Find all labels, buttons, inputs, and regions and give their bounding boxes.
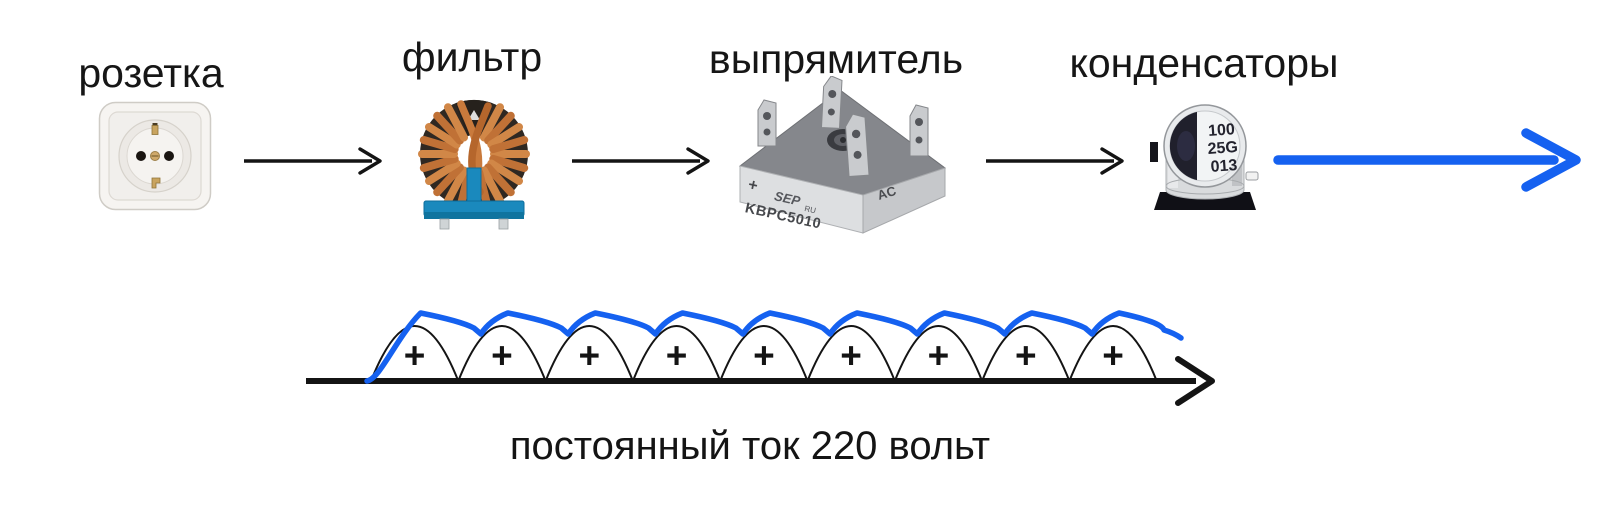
socket-hole-left: [136, 151, 146, 161]
socket-ground-clip-bottom: [151, 177, 161, 189]
rectified-humps: [370, 325, 1158, 382]
flow-arrow-2: [568, 144, 720, 183]
flow-arrow-3: [982, 144, 1134, 183]
socket-ground-clip-top: [151, 125, 159, 135]
plus-sign: +: [666, 335, 688, 376]
rectifier-center-hole: [840, 137, 846, 143]
flow-arrow-1: [240, 144, 392, 183]
time-axis-arrowhead: [1175, 356, 1215, 406]
plus-sign: +: [753, 335, 775, 376]
ul-cert-mark: RU: [804, 204, 817, 215]
rectifier-tab-4: [909, 104, 929, 157]
label-rectifier: выпрямитель: [708, 36, 964, 82]
socket-hole-right: [164, 151, 174, 161]
rectifier-icon: + SEP RU KBPC5010 AC: [703, 75, 955, 245]
socket-icon: [98, 101, 212, 216]
hump-plus-signs: + + + + + + + + +: [404, 335, 1124, 376]
capacitor-lead-stub: [1245, 171, 1259, 181]
capacitor-icon: 100 25G 013: [1146, 100, 1264, 221]
rectifier-tab-1: [757, 99, 777, 147]
capacitor-marking-3: 013: [1210, 157, 1238, 176]
epcos-triangle-logo: [468, 110, 480, 120]
plus-sign: +: [404, 335, 426, 376]
smoothed-envelope: [364, 310, 1184, 384]
plus-sign: +: [578, 335, 600, 376]
waveform-plot: + + + + + + + + +: [285, 285, 1230, 415]
label-capacitors: конденсаторы: [1069, 40, 1339, 86]
toroid-clamp: [466, 167, 482, 205]
rectifier-ac-mark: AC: [875, 183, 898, 203]
sep-logo: SEP: [773, 188, 802, 208]
rectifier-tab-3: [845, 113, 870, 178]
waveform-caption: постоянный ток 220 вольт: [509, 424, 991, 468]
rectifier-side-face: [862, 167, 946, 234]
rectifier-tab-2: [820, 75, 843, 129]
plus-sign: +: [491, 335, 513, 376]
plus-sign: +: [928, 335, 950, 376]
capacitor-marking-1: 100: [1208, 121, 1236, 140]
label-socket: розетка: [78, 50, 224, 96]
plus-sign: +: [1015, 335, 1037, 376]
plus-sign: +: [840, 335, 862, 376]
capacitor-marking-2: 25G: [1207, 139, 1238, 158]
rectifier-plus-mark: +: [747, 176, 760, 195]
label-filter: фильтр: [401, 34, 543, 80]
filter-toroid-icon: [398, 84, 552, 237]
output-arrow: [1268, 124, 1590, 201]
plus-sign: +: [1102, 335, 1124, 376]
